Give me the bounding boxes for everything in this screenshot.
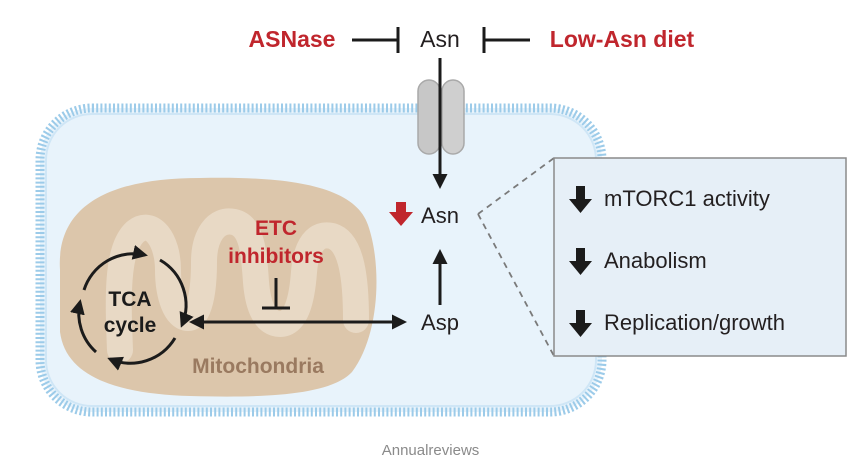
- asn-intracellular-label: Asn: [421, 203, 459, 228]
- effect-item-replication: Replication/growth: [604, 310, 785, 335]
- down-arrow-icon: [569, 248, 592, 275]
- etc-inhibitors: ETC inhibitors: [228, 217, 324, 310]
- etc-label-line2: inhibitors: [228, 245, 324, 268]
- mitochondrion-cristae: [105, 208, 369, 363]
- asn-extracellular-label: Asn: [420, 26, 460, 52]
- tca-arrow-3: [107, 337, 177, 371]
- effect-item-mtorc1: mTORC1 activity: [604, 186, 770, 211]
- effect-item-anabolism: Anabolism: [604, 248, 707, 273]
- diagram-canvas: Mitochondria TCA cycle ETC inhibitors As…: [35, 26, 847, 417]
- down-arrow-icon: [569, 186, 592, 213]
- low-asn-diet-label: Low-Asn diet: [550, 26, 695, 52]
- asn-decrease-arrow-icon: [389, 202, 413, 226]
- callout-line-bottom: [477, 213, 555, 357]
- etc-label-line1: ETC: [255, 217, 297, 240]
- tca-label-line2: cycle: [104, 314, 157, 337]
- tca-label-line1: TCA: [108, 288, 151, 311]
- asp-label: Asp: [421, 310, 459, 335]
- effects-box: mTORC1 activity Anabolism Replication/gr…: [553, 157, 847, 357]
- down-arrow-icon: [569, 310, 592, 337]
- callout-line-top: [477, 157, 555, 215]
- tca-arrow-2: [159, 258, 194, 328]
- mitochondrion: Mitochondria: [59, 177, 377, 397]
- source-credit: Annualreviews: [381, 442, 480, 459]
- mitochondria-label: Mitochondria: [192, 355, 324, 378]
- tca-arrow-4: [70, 299, 98, 354]
- asn-transporter-icon: [417, 79, 465, 155]
- asnase-label: ASNase: [249, 26, 336, 52]
- effects-box-frame: [553, 157, 847, 357]
- tca-cycle: TCA cycle: [70, 245, 194, 371]
- tca-arrow-1: [82, 245, 148, 291]
